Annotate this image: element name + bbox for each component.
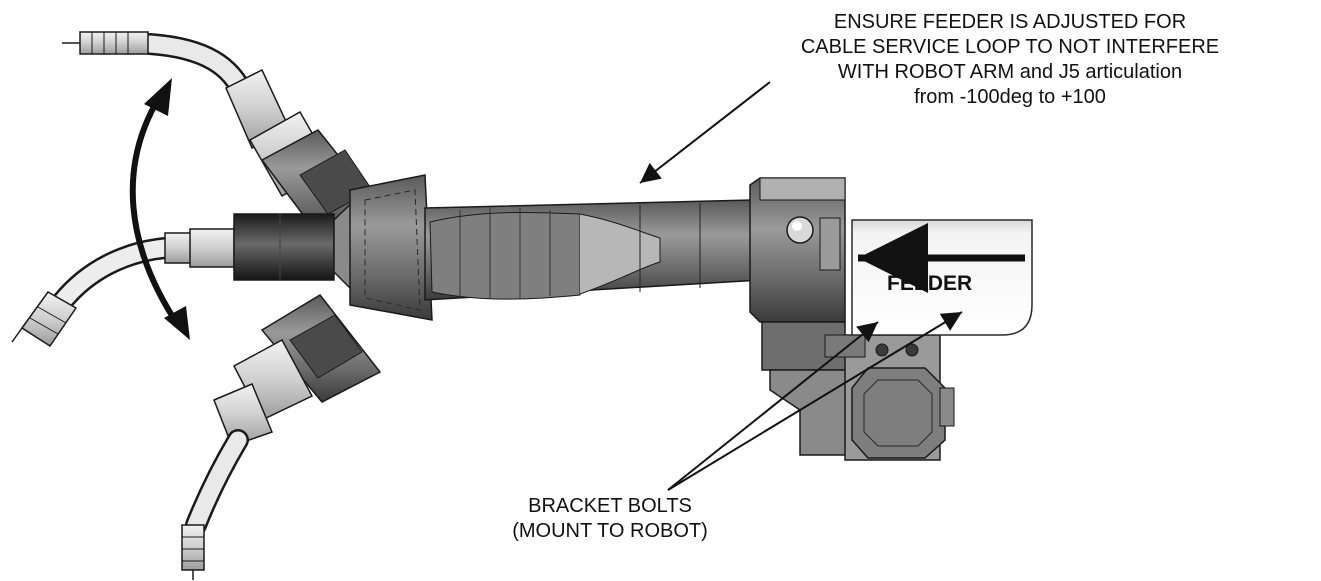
feeder-adjustment-note: ENSURE FEEDER IS ADJUSTED FOR CABLE SERV… — [700, 10, 1320, 110]
bolts-line: BRACKET BOLTS — [528, 495, 692, 517]
note-line: WITH ROBOT ARM and J5 articulation — [837, 61, 1183, 83]
bolt-leader-arrow-left — [667, 321, 879, 491]
feeder-label: FEEDER — [887, 272, 973, 295]
bracket-bolts-label: BRACKET BOLTS (MOUNT TO ROBOT) — [485, 494, 735, 544]
note-line: ENSURE FEEDER IS ADJUSTED FOR — [833, 11, 1187, 33]
bolt-leader-arrow-right — [667, 311, 963, 491]
robot-arm — [349, 174, 861, 456]
feeder-motor — [824, 334, 955, 461]
note-leader-arrow — [639, 81, 771, 184]
note-line: from -100deg to +100 — [914, 86, 1106, 108]
bolts-line: (MOUNT TO ROBOT) — [512, 520, 708, 542]
rotation-arrow — [129, 94, 181, 327]
lower-torch — [181, 294, 382, 580]
upper-torch — [62, 31, 382, 241]
rotation-arrow-head-bottom — [164, 306, 190, 340]
rotation-arrow-head-top — [144, 78, 172, 116]
note-line: CABLE SERVICE LOOP TO NOT INTERFERE — [800, 36, 1220, 58]
